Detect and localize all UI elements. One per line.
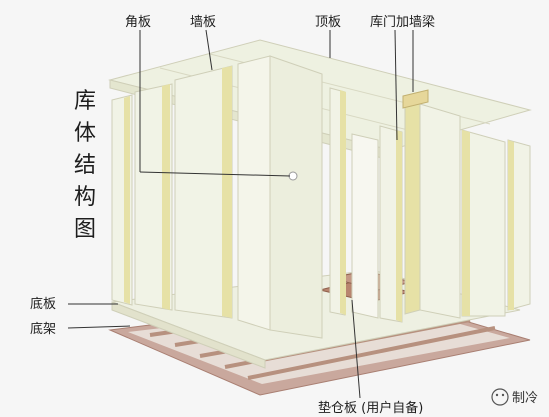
left-wall-panels: [111, 65, 233, 319]
label-wall-panel: 墙板: [190, 15, 216, 30]
title-char-1: 库: [74, 89, 96, 114]
right-wall-panels: [329, 87, 531, 323]
label-pallet-board: 垫仓板 (用户自备): [318, 400, 423, 416]
vertical-title: 库 体 结 构 图: [74, 89, 96, 242]
label-corner-panel: 角板: [125, 15, 151, 30]
corner-panel: [237, 55, 323, 339]
title-char-5: 图: [74, 217, 96, 242]
label-roof-panel: 顶板: [315, 15, 341, 30]
title-char-3: 结: [74, 153, 96, 178]
label-floor-panel: 底板: [30, 296, 56, 312]
watermark: 制冷: [491, 388, 538, 406]
watermark-text: 制冷: [512, 391, 538, 406]
label-base-frame: 底架: [30, 321, 56, 337]
label-door-beam: 库门加墙梁: [370, 14, 435, 30]
title-char-4: 构: [74, 185, 96, 210]
title-char-2: 体: [74, 121, 96, 146]
leader-lines: [67, 29, 414, 399]
door-beam: [402, 89, 429, 109]
wechat-icon: [491, 388, 509, 406]
